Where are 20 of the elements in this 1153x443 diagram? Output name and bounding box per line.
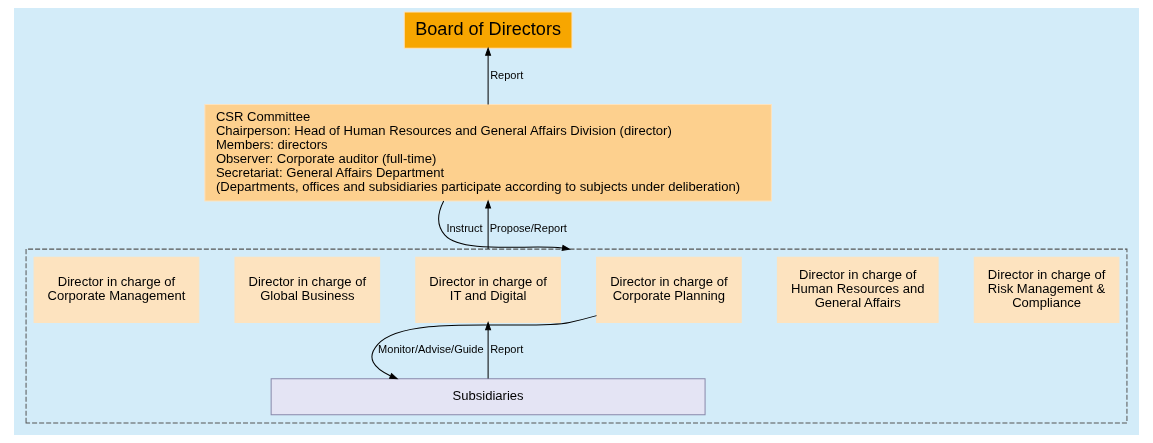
edge-label: Report [490, 343, 524, 356]
node-box: Subsidiaries [270, 378, 706, 416]
arrow [371, 315, 598, 380]
arrow [485, 200, 492, 250]
node-box: Board of Directors [403, 11, 573, 49]
node-box: Director in charge of IT and Digital [415, 256, 561, 323]
edge-label: Monitor/Advise/Guide [378, 343, 484, 356]
arrow [438, 200, 570, 251]
node-box: Director in charge of Corporate Planning [596, 256, 742, 323]
arrow [485, 47, 492, 105]
node-box: Director in charge of Global Business [234, 256, 381, 323]
node-box: Director in charge of Corporate Management [33, 256, 200, 323]
cluster [25, 248, 1128, 424]
arrow [485, 322, 492, 379]
node-box: Director in charge of Human Resources and General Affairs [776, 256, 939, 323]
node-box: Director in charge of Risk Management & Compliance [973, 256, 1120, 323]
edge-label: Instruct [446, 221, 483, 234]
edge-label: Report [490, 69, 524, 82]
node-box: CSR Committee Chairperson: Head of Human Resources and General Affairs Division (director) Members: directors Observer: Corporate auditor (full-time) Secretariat: General Affairs Department (Departments, offices and subsidiaries participate according to subjects under deliberation) [204, 104, 772, 202]
edge-label: Propose/Report [489, 221, 567, 234]
